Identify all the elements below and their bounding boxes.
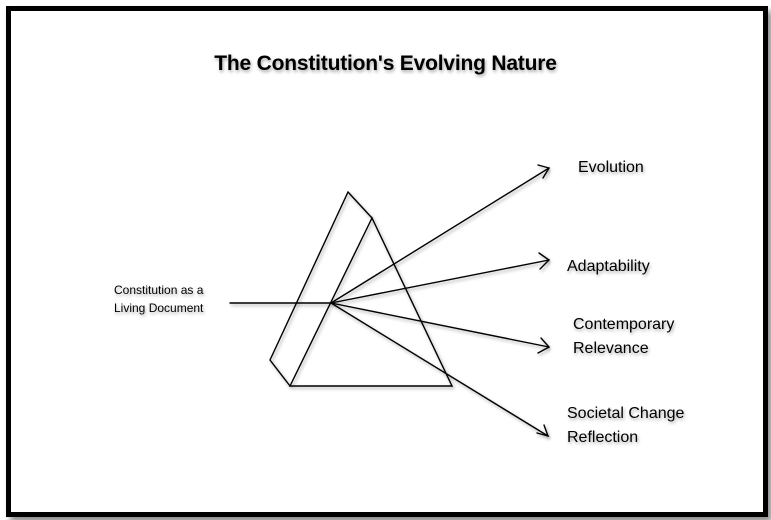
prism-front-face xyxy=(288,216,454,387)
output-label-line: Contemporary xyxy=(573,316,675,333)
output-label-line: Relevance xyxy=(573,340,649,357)
arrow-icon xyxy=(536,424,550,438)
diagram-title: The Constitution's Evolving Nature xyxy=(214,52,557,75)
light-beams xyxy=(229,167,550,437)
source-label: Constitution as a Living Document xyxy=(114,281,203,317)
prism-top-edge xyxy=(347,191,373,219)
output-label-line: Evolution xyxy=(578,159,644,176)
beam-evolution xyxy=(330,167,550,304)
source-label-line: Living Document xyxy=(114,301,204,315)
output-label-line: Reflection xyxy=(567,429,639,446)
prism-back-face xyxy=(269,191,349,387)
arrow-icon xyxy=(538,252,551,270)
output-label-evolution: Evolution xyxy=(578,156,644,180)
arrow-icon xyxy=(537,164,551,179)
output-label-line: Adaptability xyxy=(567,258,650,275)
beam-contemporary-relevance xyxy=(330,302,550,348)
output-label-adaptability: Adaptability xyxy=(567,255,650,279)
output-label-societal-change: Societal Change Reflection xyxy=(567,402,684,450)
output-label-contemporary-relevance: Contemporary Relevance xyxy=(573,313,674,361)
prism-icon xyxy=(269,191,454,387)
arrow-icon xyxy=(537,337,551,354)
diagram-frame xyxy=(6,6,768,517)
source-label-line: Constitution as a xyxy=(114,283,204,297)
beam-adaptability xyxy=(330,259,550,304)
output-label-line: Societal Change xyxy=(567,405,685,422)
arrowheads xyxy=(536,164,551,438)
beam-societal-change xyxy=(330,302,549,437)
